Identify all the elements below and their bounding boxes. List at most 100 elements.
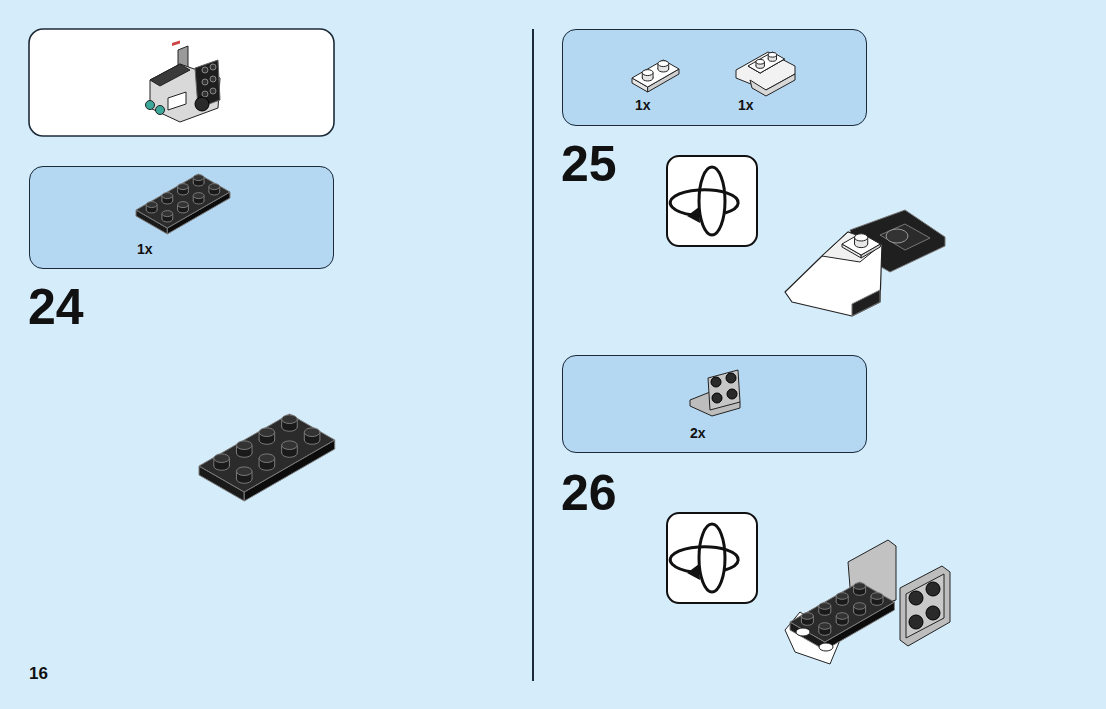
wedge-top <box>822 232 882 262</box>
stud <box>282 441 298 450</box>
step-number: 26 <box>561 468 617 518</box>
stud <box>768 52 776 57</box>
arrow-head <box>687 207 700 223</box>
page-number: 16 <box>29 665 48 682</box>
parts-panel-fill <box>562 29 867 126</box>
stud <box>202 67 208 73</box>
stud <box>796 628 810 636</box>
step-number: 24 <box>28 282 84 332</box>
bracket-face <box>708 370 740 410</box>
rotate-symbol <box>667 156 757 246</box>
decoration <box>172 41 180 47</box>
assembly <box>785 210 945 316</box>
sub-model <box>146 41 221 122</box>
part-count: 1x <box>635 98 651 112</box>
plate-top <box>748 52 785 73</box>
bracket-part <box>690 370 740 416</box>
stud <box>801 613 813 620</box>
rotate-frame <box>667 156 757 246</box>
plate-top <box>136 174 230 228</box>
rotate-frame <box>667 513 757 603</box>
stud <box>855 234 868 241</box>
plate-top <box>199 414 335 492</box>
stud <box>871 593 883 600</box>
wedge-part <box>736 52 795 96</box>
plate-1x2-part <box>632 60 679 92</box>
stud <box>209 184 220 190</box>
part-count: 1x <box>137 242 153 256</box>
stud <box>162 193 173 199</box>
stud <box>727 389 737 399</box>
stud <box>819 643 833 651</box>
plate-top <box>790 582 894 642</box>
stud <box>711 377 721 387</box>
plate-top <box>880 224 930 250</box>
rotate-ring <box>699 167 725 235</box>
stud <box>819 623 831 630</box>
plate-top <box>632 60 679 87</box>
stud <box>658 61 669 67</box>
assembly <box>785 540 950 664</box>
stud <box>926 582 940 596</box>
arrow-head <box>687 564 700 580</box>
bracket <box>900 566 950 646</box>
stud <box>202 79 208 85</box>
page-divider <box>532 29 534 681</box>
stud <box>214 454 230 463</box>
stud <box>886 229 908 243</box>
stud <box>909 591 923 605</box>
stud <box>210 64 216 70</box>
stud <box>236 441 252 450</box>
bracket-face <box>906 574 944 638</box>
stud <box>193 175 204 181</box>
plate-2x4-part <box>136 174 230 234</box>
stud <box>178 184 189 190</box>
part-count: 2x <box>690 426 706 440</box>
stud <box>178 202 189 208</box>
stud <box>756 59 764 64</box>
rotate-symbol <box>667 513 757 603</box>
stud <box>712 393 722 403</box>
part-count: 1x <box>738 98 754 112</box>
stud <box>259 454 275 463</box>
plate <box>852 290 880 316</box>
stud <box>193 193 204 199</box>
stud <box>146 202 157 208</box>
stud <box>202 91 208 97</box>
wedge <box>785 232 882 316</box>
body <box>168 92 186 110</box>
parts-panel-fill <box>562 355 867 453</box>
stud <box>259 428 275 437</box>
stud <box>909 615 923 629</box>
stud <box>854 583 866 590</box>
rotate-arrow <box>670 190 738 215</box>
stud <box>210 76 216 82</box>
sub-model-panel <box>29 29 334 136</box>
plate-2x4 <box>199 414 335 501</box>
stud <box>836 613 848 620</box>
stud <box>926 606 940 620</box>
stud <box>642 70 653 76</box>
rotate-ring <box>699 524 725 592</box>
body <box>150 64 190 86</box>
stud <box>236 467 252 476</box>
parts-panel: 1x 1x <box>562 29 867 126</box>
stud <box>162 211 173 217</box>
wedge-side <box>750 74 795 96</box>
stud <box>210 88 216 94</box>
parts-panel-fill <box>29 166 334 269</box>
stud <box>854 603 866 610</box>
parts-panel: 2x <box>562 355 867 453</box>
engine <box>146 101 155 110</box>
plate-top <box>842 233 880 255</box>
parts-panel: 1x <box>29 166 334 269</box>
step-number: 25 <box>561 139 617 189</box>
stud <box>836 593 848 600</box>
engine <box>156 106 165 115</box>
wheel <box>195 97 209 111</box>
stud <box>819 603 831 610</box>
rotate-arrow <box>670 547 738 572</box>
stud <box>726 373 736 383</box>
stud <box>282 415 298 424</box>
